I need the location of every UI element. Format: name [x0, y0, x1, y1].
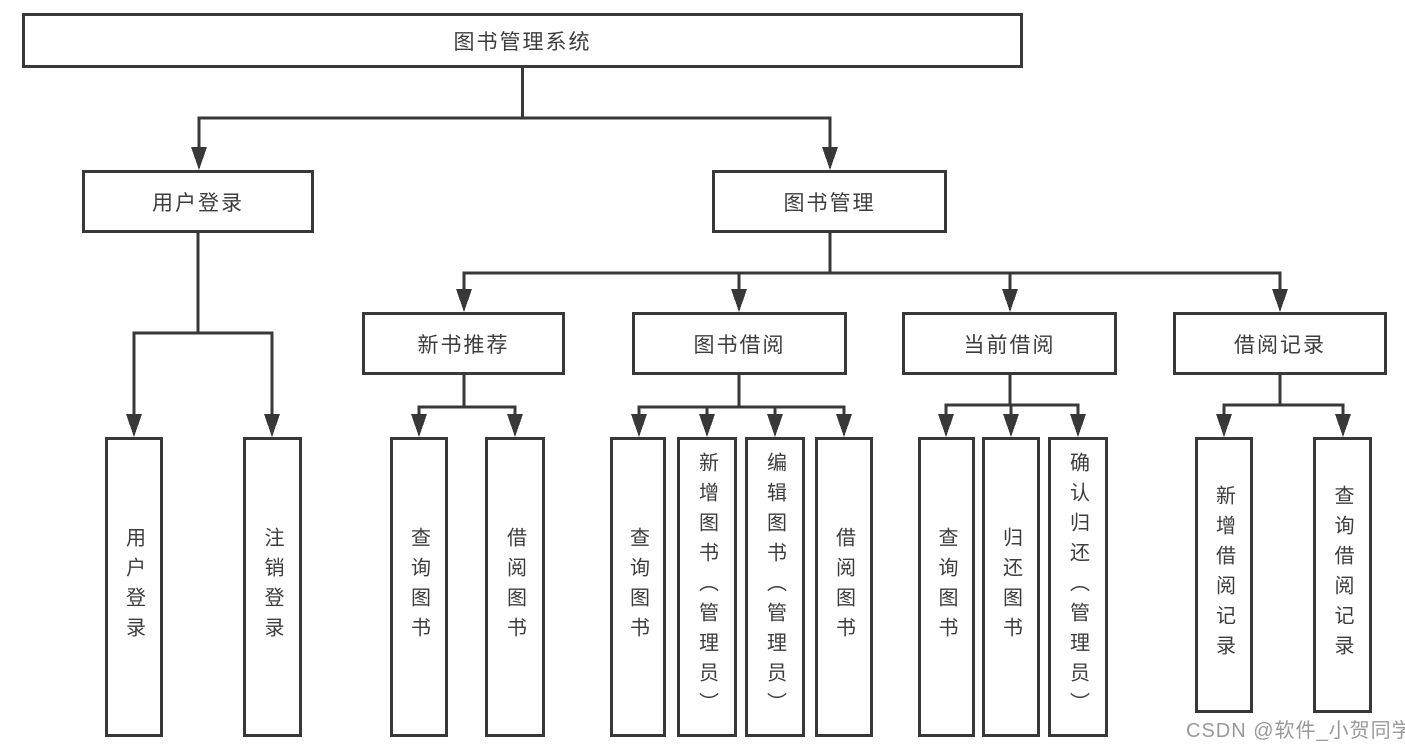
node-book-borrowing-label: 图书借阅 [693, 333, 786, 357]
leaf-query-books-borrowing: 查询图书 [610, 437, 666, 737]
node-user-login: 用户登录 [82, 170, 314, 233]
node-borrowing-records-label: 借阅记录 [1234, 333, 1326, 357]
node-book-management: 图书管理 [712, 170, 947, 233]
leaf-add-borrow-record-label: 新增借阅记录 [1212, 485, 1235, 665]
node-new-book-recommend: 新书推荐 [362, 312, 565, 375]
node-borrowing-records: 借阅记录 [1173, 312, 1387, 375]
csdn-watermark: CSDN @软件_小贺同学 [1186, 720, 1405, 742]
leaf-borrow-books-borrowing: 借阅图书 [815, 437, 873, 737]
leaf-query-borrow-record: 查询借阅记录 [1313, 437, 1372, 713]
leaf-borrow-books-recommend: 借阅图书 [485, 437, 545, 737]
leaf-query-books-recommend: 查询图书 [390, 437, 448, 737]
leaf-return-books-label: 归还图书 [999, 527, 1022, 647]
node-root-label: 图书管理系统 [453, 30, 592, 54]
node-book-borrowing: 图书借阅 [632, 312, 847, 375]
leaf-query-books-borrowing-label: 查询图书 [626, 527, 649, 647]
node-current-borrowing: 当前借阅 [902, 312, 1117, 375]
leaf-logout: 注销登录 [243, 437, 302, 737]
leaf-query-books-current-label: 查询图书 [935, 527, 957, 647]
leaf-user-login-label: 用户登录 [122, 527, 145, 647]
leaf-query-books-recommend-label: 查询图书 [407, 527, 430, 647]
leaf-query-books-current: 查询图书 [918, 437, 975, 737]
leaf-add-books-admin-label: 新增图书（管理员） [695, 452, 718, 722]
leaf-edit-books-admin: 编辑图书（管理员） [745, 437, 805, 737]
leaf-add-books-admin: 新增图书（管理员） [677, 437, 737, 737]
leaf-confirm-return-admin-label: 确认归还（管理员） [1066, 452, 1089, 722]
node-root: 图书管理系统 [22, 13, 1023, 68]
node-book-management-label: 图书管理 [783, 191, 876, 215]
leaf-return-books: 归还图书 [982, 437, 1040, 737]
leaf-query-borrow-record-label: 查询借阅记录 [1331, 485, 1353, 665]
leaf-add-borrow-record: 新增借阅记录 [1195, 437, 1253, 713]
node-user-login-label: 用户登录 [152, 191, 244, 215]
node-current-borrowing-label: 当前借阅 [963, 333, 1056, 357]
leaf-edit-books-admin-label: 编辑图书（管理员） [763, 452, 786, 722]
leaf-logout-label: 注销登录 [261, 527, 283, 647]
leaf-user-login: 用户登录 [105, 437, 163, 737]
leaf-confirm-return-admin: 确认归还（管理员） [1048, 437, 1108, 737]
node-new-book-recommend-label: 新书推荐 [417, 333, 510, 357]
leaf-borrow-books-recommend-label: 借阅图书 [503, 527, 526, 647]
leaf-borrow-books-borrowing-label: 借阅图书 [832, 527, 855, 647]
